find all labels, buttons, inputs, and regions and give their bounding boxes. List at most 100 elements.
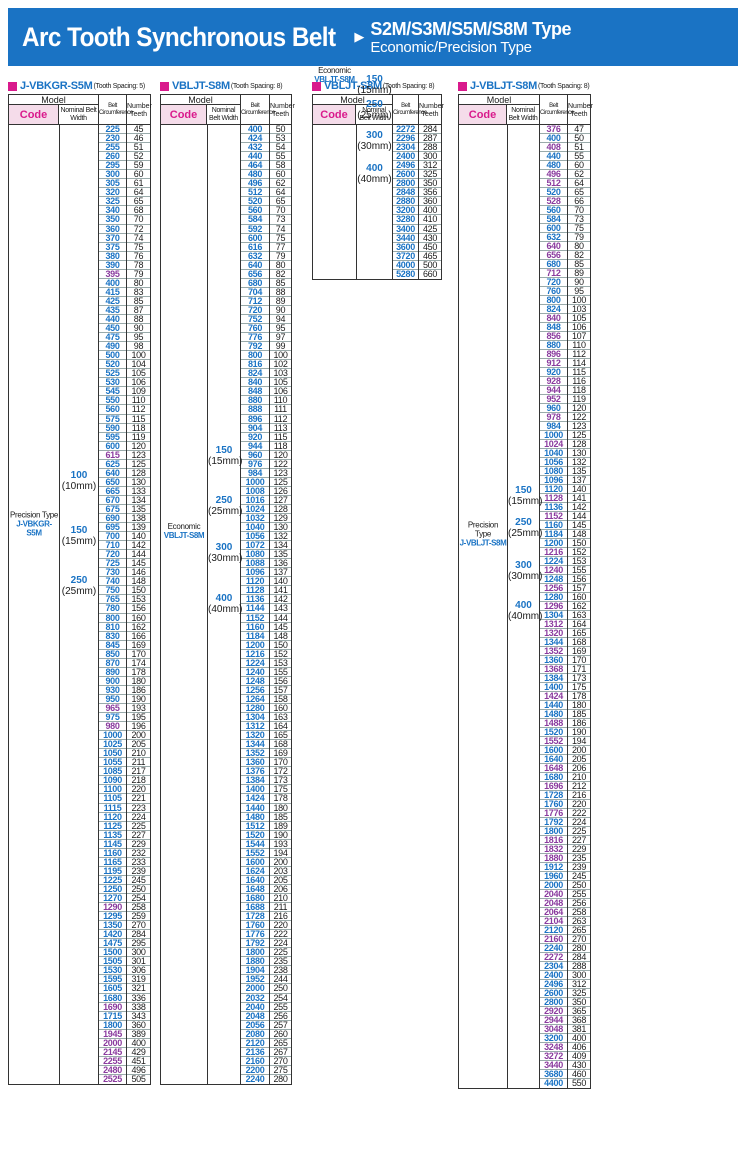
teeth-cell: 225 [127,822,150,831]
teeth-cell: 130 [127,478,150,487]
width-mm: (25mm) [61,586,97,597]
circumference-cell: 1420 [99,930,126,940]
teeth-cell: 186 [568,719,590,728]
table-title: VBLJT-S8M(Tooth Spacing: 8) [312,80,442,92]
circumference-cell: 904 [241,424,269,433]
teeth-cell: 119 [568,395,590,404]
teeth-cell: 163 [568,611,590,620]
circumference-cell: 2120 [540,926,567,935]
circumference-cell: 1792 [540,818,567,827]
teeth-cell: 155 [568,566,590,575]
teeth-cell: 157 [568,584,590,593]
teeth-cell: 54 [270,143,291,153]
width-mm: (40mm) [508,611,543,622]
teeth-cell: 90 [270,306,291,315]
circumference-cell: 2296 [393,134,418,144]
teeth-cell: 158 [270,695,291,704]
circumference-cell: 1050 [99,749,126,759]
teeth-cell: 82 [270,270,291,279]
teeth-cell: 265 [568,926,590,935]
circumference-cell: 890 [99,668,126,677]
page-title: Arc Tooth Synchronous Belt [22,21,336,52]
circumference-cell: 704 [241,288,269,297]
teeth-cell: 97 [270,333,291,343]
teeth-cell: 141 [568,494,590,503]
circumference-cell: 1488 [540,719,567,728]
teeth-cell: 254 [270,994,291,1003]
teeth-cell: 205 [270,876,291,885]
circumference-cell: 1105 [99,794,126,804]
teeth-cell: 145 [127,559,150,569]
teeth-cell: 112 [568,350,590,359]
teeth-cell: 115 [568,368,590,377]
teeth-cell: 174 [127,659,150,668]
circumference-cell: 725 [99,559,126,569]
type-line: S2M/S3M/S5M/S8M Type [370,18,572,39]
teeth-cell: 496 [127,1066,150,1075]
circumference-cell: 1024 [540,440,567,449]
width-mm: (15mm) [208,456,243,467]
circumference-cell: 1424 [241,794,269,804]
circumference-cell: 1384 [241,776,269,786]
width-mm: (25mm) [508,528,543,539]
teeth-cell: 306 [127,966,150,976]
teeth-cell: 90 [127,324,150,334]
teeth-cell: 160 [568,593,590,602]
circumference-cell: 650 [99,478,126,487]
circumference-cell: 2496 [540,980,567,989]
circumference-cell: 376 [540,125,567,134]
model-type: Precision Type [9,510,59,520]
teeth-cell: 338 [127,1003,150,1012]
belt-width-label: 150(15mm) [357,74,392,96]
circumference-cell: 2400 [393,152,418,162]
circumference-cell: 615 [99,451,126,460]
circumference-cell: 640 [241,261,269,270]
circumference-cell: 3680 [540,1070,567,1079]
teeth-cell: 68 [127,206,150,216]
teeth-cell: 312 [419,161,441,171]
teeth-cell: 250 [568,881,590,890]
teeth-cell: 356 [419,188,441,198]
circumference-cell: 530 [99,378,126,388]
title-banner: Arc Tooth Synchronous Belt ▶ S2M/S3M/S5M… [8,8,738,66]
circumference-cell: 300 [99,170,126,180]
circumference-cell: 1350 [99,921,126,931]
circumference-cell: 896 [241,415,269,424]
teeth-cell: 143 [270,604,291,614]
teeth-cell: 152 [270,650,291,659]
circumference-cell: 512 [540,179,567,188]
belt-width-label: 250(25mm) [60,575,98,597]
circumference-cell: 1100 [99,785,126,795]
teeth-cell: 205 [568,755,590,764]
circumference-cell: 3248 [540,1043,567,1052]
teeth-cell: 60 [127,170,150,180]
teeth-cell: 118 [270,442,291,451]
teeth-cell: 150 [127,586,150,596]
belt-width-label: 400(40mm) [208,593,242,615]
teeth-cell: 284 [568,953,590,962]
circumference-cell: 625 [99,460,126,469]
circumference-cell: 3720 [393,252,418,261]
circumference-cell: 710 [99,541,126,551]
circumference-cell: 440 [241,152,269,162]
circumference-cell: 632 [540,233,567,242]
teeth-cell: 500 [419,261,441,270]
teeth-cell: 206 [270,885,291,894]
teeth-cell: 220 [127,785,150,795]
circumference-cell: 2848 [393,188,418,198]
model-code: VBLJT-S8M [314,75,355,84]
circumference-cell: 1376 [241,767,269,777]
circumference-cell: 912 [540,359,567,368]
teeth-cell: 368 [568,1016,590,1025]
circumference-cell: 1128 [540,494,567,503]
circumference-cell: 980 [99,722,126,732]
circumference-cell: 1120 [99,813,126,822]
